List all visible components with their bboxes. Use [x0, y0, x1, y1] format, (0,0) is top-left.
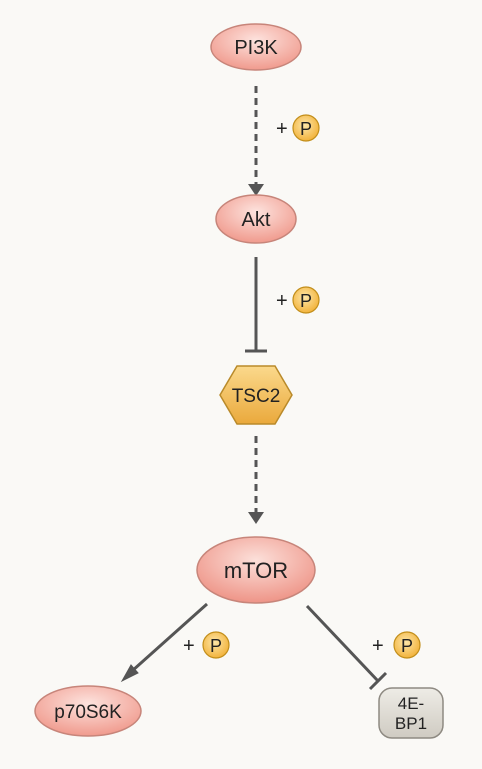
phospho-annotation-mtor-4ebp1: + P — [372, 631, 421, 659]
edge-mtor-4ebp1 — [305, 604, 388, 691]
edge-tsc2-mtor — [248, 436, 264, 524]
node-tsc2: TSC2 — [219, 365, 293, 425]
phospho-plus: + — [372, 635, 384, 657]
edge-mtor-p70s6k-arrowhead — [120, 664, 139, 683]
phospho-p-label: P — [401, 636, 413, 656]
node-akt-label: Akt — [242, 209, 271, 231]
edge-pi3k-akt-arrowhead — [248, 184, 264, 196]
node-mtor-shape — [196, 536, 316, 604]
edge-mtor-p70s6k — [120, 602, 208, 683]
node-p70s6k-shape — [34, 685, 142, 737]
node-pi3k-label: PI3K — [234, 37, 278, 59]
phospho-p-circle — [292, 114, 320, 142]
node-tsc2-label: TSC2 — [232, 386, 281, 407]
phospho-p-circle — [202, 631, 230, 659]
phospho-p-circle — [292, 286, 320, 314]
node-akt: Akt — [215, 194, 297, 244]
edge-akt-tsc2 — [245, 257, 267, 353]
phospho-plus: + — [276, 290, 288, 312]
phospho-annotation-pi3k-akt: + P — [276, 114, 320, 142]
node-4ebp1: 4E- BP1 — [378, 687, 444, 739]
node-tsc2-shape — [219, 365, 293, 425]
phospho-annotation-akt-tsc2: + P — [276, 286, 320, 314]
phospho-plus: + — [276, 118, 288, 140]
node-p70s6k-label: p70S6K — [54, 702, 122, 723]
edge-mtor-4ebp1-line — [305, 604, 380, 683]
phospho-p-circle — [393, 631, 421, 659]
node-pi3k-shape — [210, 23, 302, 71]
phospho-annotation-mtor-p70s6k: + P — [183, 631, 230, 659]
phospho-p-label: P — [300, 119, 312, 139]
phospho-plus: + — [183, 635, 195, 657]
node-4ebp1-label-line2: BP1 — [395, 714, 427, 733]
node-4ebp1-label-line1: 4E- — [398, 694, 424, 713]
edge-mtor-4ebp1-bar — [368, 671, 388, 691]
phospho-p-label: P — [210, 636, 222, 656]
phospho-p-label: P — [300, 291, 312, 311]
edge-pi3k-akt — [248, 86, 264, 196]
node-mtor: mTOR — [196, 536, 316, 604]
node-4ebp1-shape — [378, 687, 444, 739]
node-p70s6k: p70S6K — [34, 685, 142, 737]
edge-mtor-p70s6k-line — [131, 602, 208, 673]
node-mtor-label: mTOR — [224, 558, 288, 583]
node-akt-shape — [215, 194, 297, 244]
edge-tsc2-mtor-arrowhead — [248, 512, 264, 524]
node-pi3k: PI3K — [210, 23, 302, 71]
